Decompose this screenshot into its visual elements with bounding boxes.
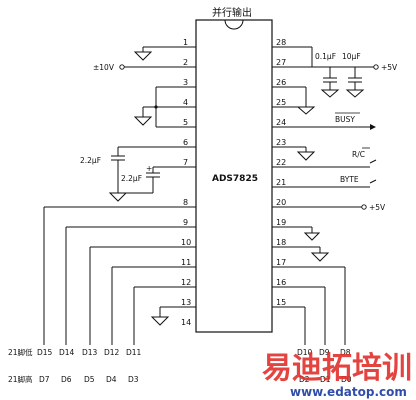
right-pin-number: 24 xyxy=(276,118,286,127)
watermark: 易迪拓培训 www.edatop.com xyxy=(262,351,412,399)
vcc-label: +5V xyxy=(381,63,398,72)
left-pin-number: 11 xyxy=(181,258,191,267)
input-range-label: ±10V xyxy=(93,63,115,72)
rc-label: R/C xyxy=(352,150,365,159)
ic-notch xyxy=(224,19,244,30)
bit-label: D4 xyxy=(106,375,117,384)
bit-label: D10 xyxy=(297,348,313,357)
pin14-ground xyxy=(150,306,170,326)
left-pin-number: 1 xyxy=(183,38,188,47)
bit-label: D3 xyxy=(128,375,139,384)
bit-label: D0 xyxy=(341,375,352,384)
right-pin-number: 15 xyxy=(276,298,286,307)
left-pin-number: 10 xyxy=(181,238,191,247)
right-pin-number: 20 xyxy=(276,198,286,207)
bit-label: D1 xyxy=(320,375,331,384)
left-pin-number: 12 xyxy=(181,278,191,287)
bit-label: D14 xyxy=(59,348,75,357)
right-pin-number: 27 xyxy=(276,58,286,67)
right-pin-number: 28 xyxy=(276,38,286,47)
data-bus-left xyxy=(43,206,170,345)
bit-label: D13 xyxy=(82,348,98,357)
right-pin-number: 26 xyxy=(276,78,286,87)
vcc2-label: +5V xyxy=(369,203,386,212)
pins-3-5-ground xyxy=(133,86,170,128)
control-inputs xyxy=(298,147,377,188)
bit-label: D2 xyxy=(299,375,310,384)
right-pin-number: 21 xyxy=(276,178,286,187)
watermark-cn: 易迪拓培训 xyxy=(262,351,412,386)
right-pin-number: 18 xyxy=(276,238,286,247)
pins-26-25-ground xyxy=(296,86,316,115)
bit-label: D15 xyxy=(37,348,53,357)
input-range-net xyxy=(119,64,170,70)
pins-19-18-ground xyxy=(298,226,330,262)
pin20-supply xyxy=(298,204,367,210)
right-pin-number: 22 xyxy=(276,158,286,167)
bit-label: D9 xyxy=(319,348,330,357)
left-pin-number: 2 xyxy=(183,58,188,67)
cap-10-label: 10μF xyxy=(342,52,361,61)
bit-label: D6 xyxy=(61,375,72,384)
left-pin-number: 3 xyxy=(183,78,188,87)
data-bus-right xyxy=(298,266,346,345)
bits-low-row: 21脚低 D15 D14 D13 D12 D11 D10 D9 D8 xyxy=(8,347,351,357)
pin21-high-label: 21脚高 xyxy=(8,374,33,384)
left-pin-number: 14 xyxy=(181,318,191,327)
right-pin-number: 25 xyxy=(276,98,286,107)
ref-capacitors: + xyxy=(108,146,170,202)
chip-label: ADS7825 xyxy=(212,174,258,184)
pin1-ground xyxy=(133,46,170,61)
left-pin-number: 4 xyxy=(183,98,188,107)
busy-net xyxy=(298,112,376,130)
right-pin-stubs xyxy=(272,46,298,308)
right-pin-numbers: 28 27 26 25 24 23 22 21 20 19 18 17 16 1… xyxy=(276,38,286,307)
left-pin-number: 13 xyxy=(181,298,191,307)
left-pin-numbers: 1 2 3 4 5 6 7 8 9 10 11 12 13 14 xyxy=(181,38,191,327)
bits-high-row: 21脚高 D7 D6 D5 D4 D3 D2 D1 D0 xyxy=(8,374,352,384)
bit-label: D7 xyxy=(39,375,50,384)
right-pin-number: 17 xyxy=(276,258,286,267)
watermark-url: www.edatop.com xyxy=(290,385,407,399)
ic-body xyxy=(195,19,273,333)
bit-label: D11 xyxy=(126,348,142,357)
bit-label: D12 xyxy=(104,348,120,357)
pin21-low-label: 21脚低 xyxy=(8,347,33,357)
cap-01-label: 0.1μF xyxy=(315,52,336,61)
left-pin-stubs xyxy=(170,46,196,308)
pin23-ground xyxy=(296,146,316,161)
supply-net xyxy=(298,46,379,98)
bit-label: D8 xyxy=(340,348,351,357)
left-pin-number: 7 xyxy=(183,158,188,167)
right-pin-number: 19 xyxy=(276,218,286,227)
byte-label: BYTE xyxy=(340,175,359,184)
bit-label: D5 xyxy=(84,375,95,384)
left-pin-number: 5 xyxy=(183,118,188,127)
right-pin-number: 23 xyxy=(276,138,286,147)
cap-left-1-label: 2.2μF xyxy=(80,156,101,165)
diagram-title: 并行输出 xyxy=(212,6,252,19)
cap-left-2-label: 2.2μF xyxy=(121,174,142,183)
left-pin-number: 9 xyxy=(183,218,188,227)
busy-label: BUSY xyxy=(335,115,355,124)
right-pin-number: 16 xyxy=(276,278,286,287)
left-pin-number: 6 xyxy=(183,138,188,147)
svg-text:+: + xyxy=(146,164,152,173)
left-pin-number: 8 xyxy=(183,198,188,207)
